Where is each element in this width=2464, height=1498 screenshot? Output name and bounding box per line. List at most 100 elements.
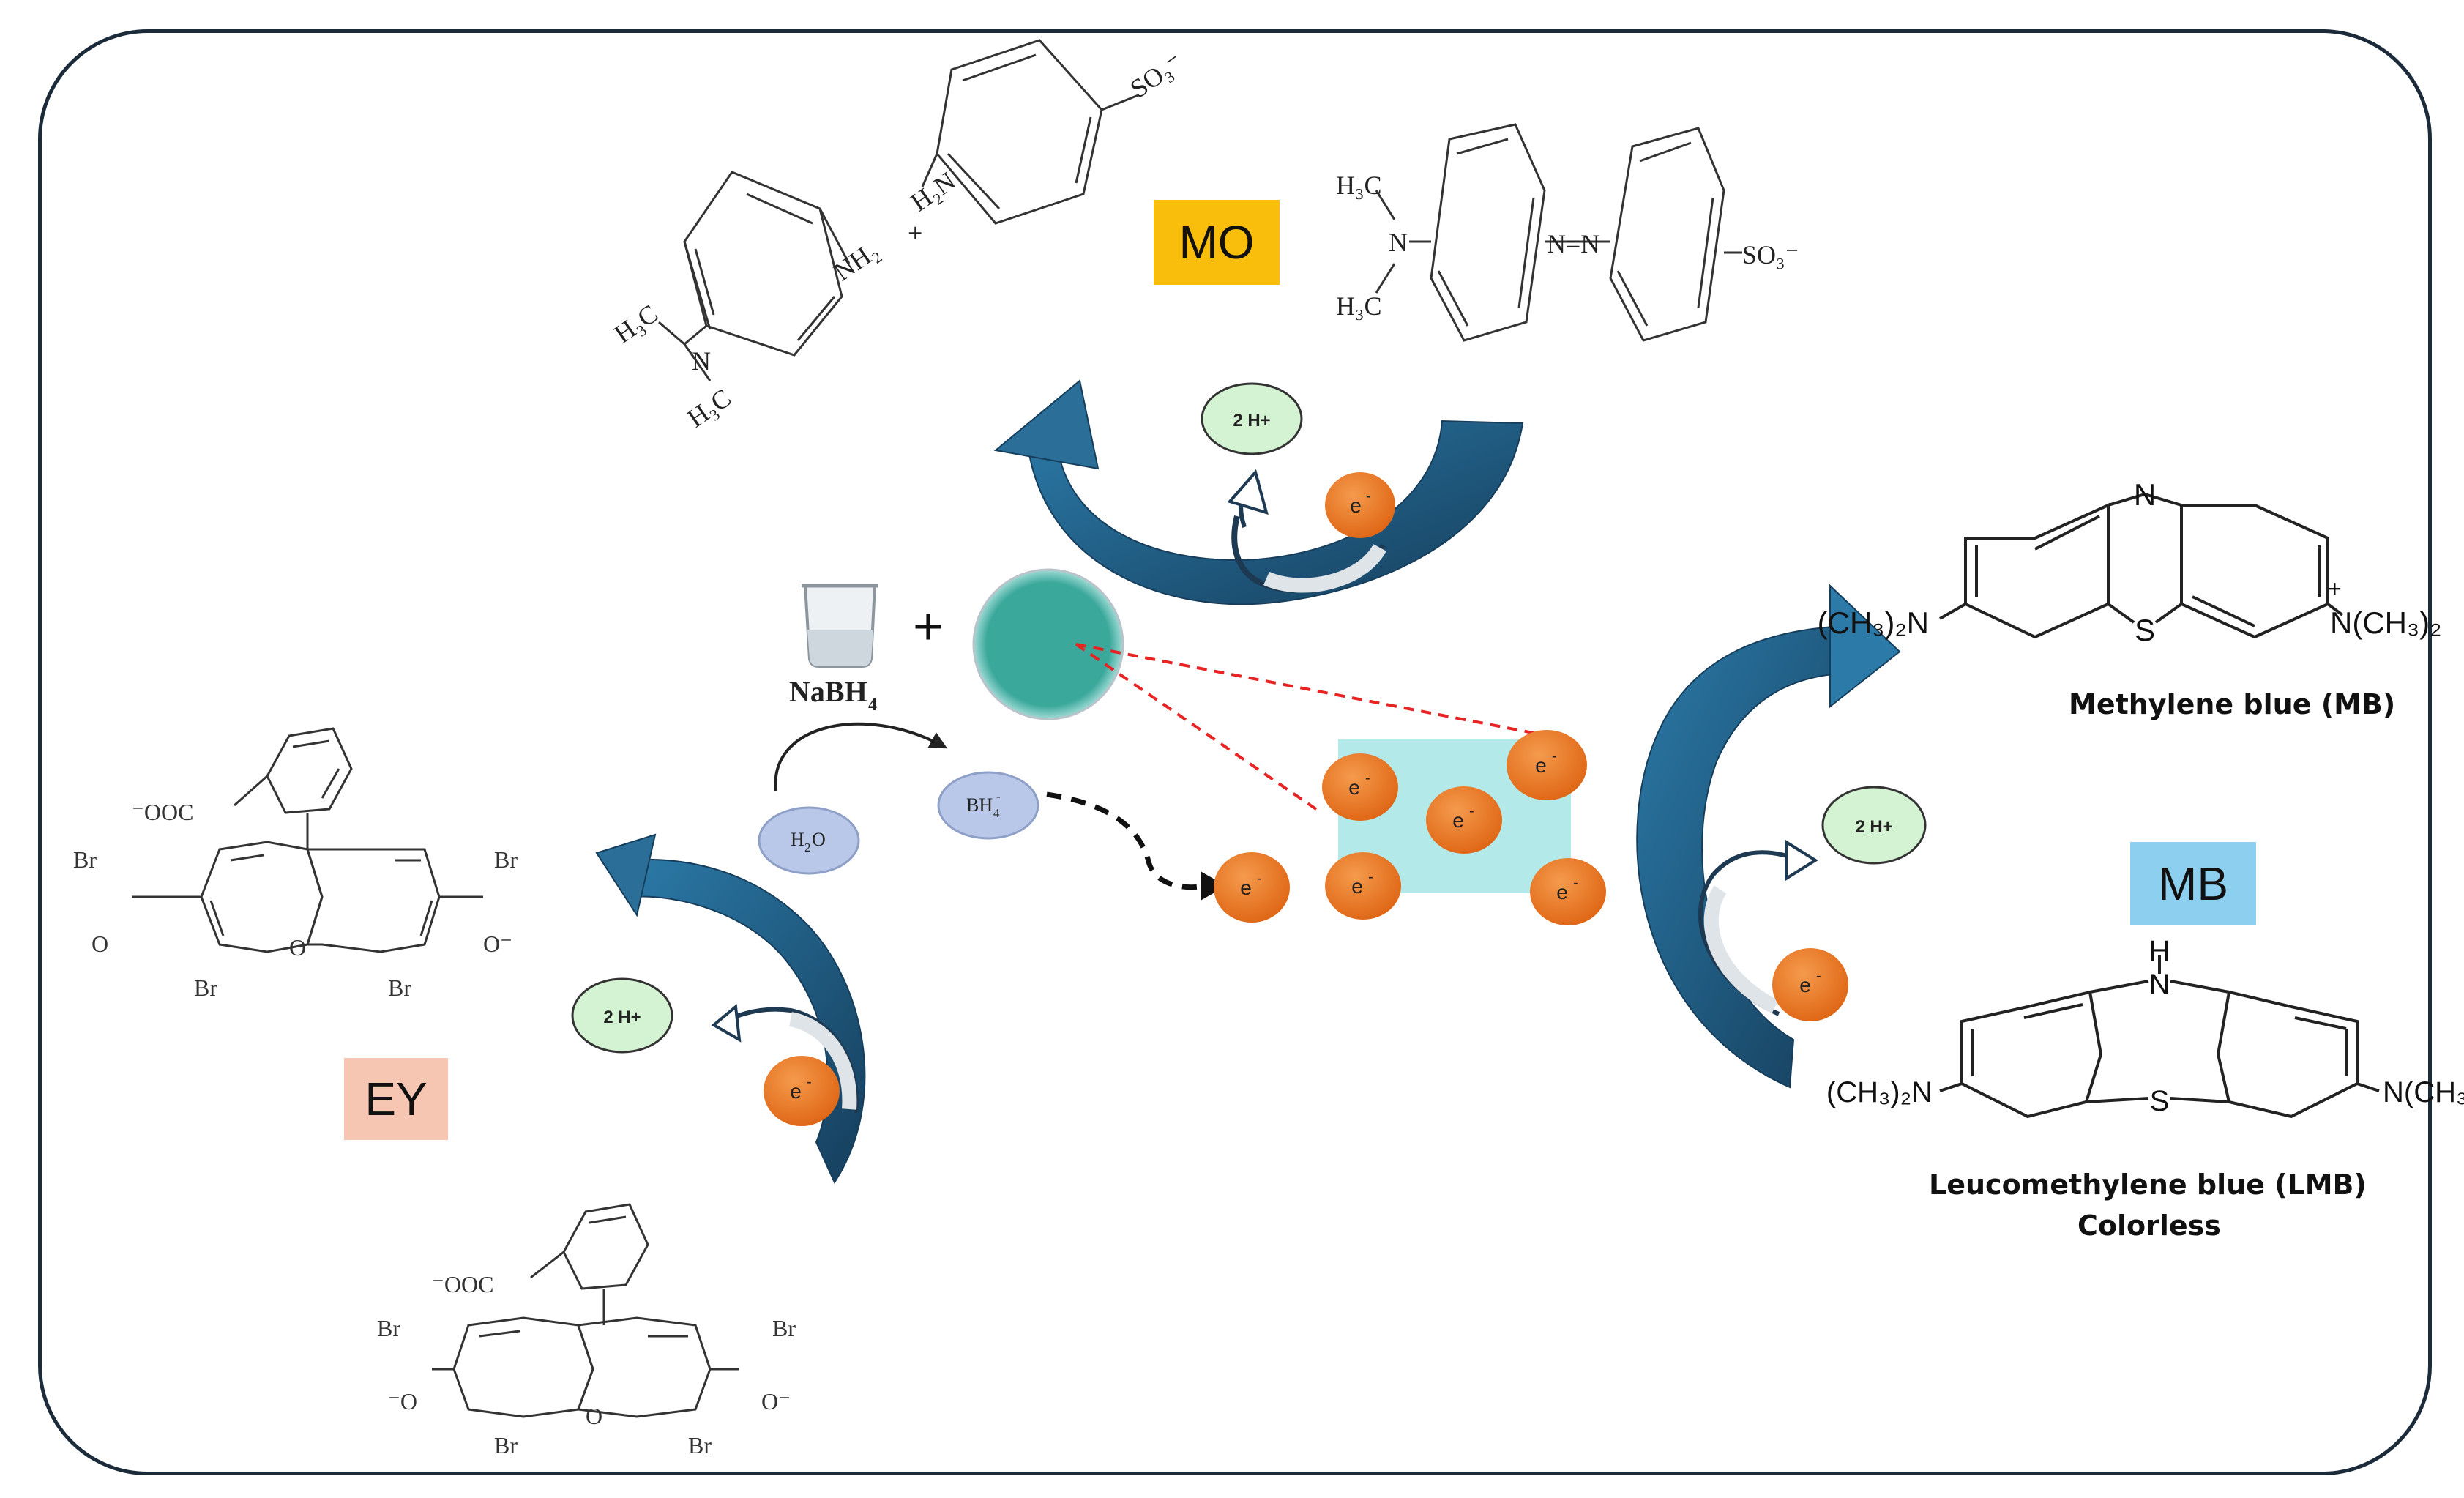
- mb-plus: +: [2328, 575, 2342, 602]
- plus-sign: +: [913, 597, 944, 656]
- mo-products-labels: H₃C N H₃C NH₂ + H₂N SO₃⁻: [609, 47, 1188, 433]
- svg-text:-: -: [1573, 875, 1578, 891]
- svg-text:e: e: [1535, 754, 1547, 777]
- svg-text:e: e: [1452, 809, 1464, 832]
- ey-proton-label: 2 H+: [603, 1007, 641, 1027]
- ey-reduced-labels: ⁻OOC Br Br ⁻O O O⁻ Br Br: [377, 1271, 796, 1458]
- mo-tag: MO: [1154, 200, 1280, 285]
- plus-chem: +: [908, 218, 922, 247]
- eyr-br-1: Br: [377, 1315, 400, 1341]
- ey-o-minus: O⁻: [483, 931, 512, 957]
- surface-electron-1: e-: [1322, 753, 1398, 821]
- surface-electrons: e- e- e- e- e-: [1322, 730, 1606, 925]
- so3-label-2: SO₃⁻: [1742, 240, 1799, 269]
- nabh4-label-group: NaBH 4: [789, 675, 877, 715]
- eyr-o-left: ⁻O: [388, 1388, 417, 1415]
- mo-ring-1: [1430, 123, 1546, 342]
- n-label-1: N: [692, 346, 711, 376]
- mo-products-structure: [658, 39, 1139, 381]
- mo-product-ring-1: [683, 171, 843, 357]
- svg-text:-: -: [1368, 869, 1373, 885]
- mb-nme2-left: (CH₃)₂N: [1818, 605, 1929, 640]
- mo-ring-2: [1609, 127, 1725, 342]
- mb-caption: Methylene blue (MB): [2069, 688, 2396, 720]
- mb-structure: [1939, 493, 2344, 639]
- ey-br-3: Br: [194, 975, 217, 1001]
- svg-text:-: -: [1469, 803, 1474, 819]
- svg-text:e: e: [1348, 776, 1360, 799]
- ey-electron: e -: [764, 1056, 840, 1126]
- lmb-nme2-left: (CH₃)₂N: [1826, 1076, 1933, 1108]
- h2o-bubble: H 2 O: [758, 806, 860, 875]
- svg-text:-: -: [1365, 770, 1370, 786]
- lmb-labels: N H S (CH₃)₂N N(CH₃)₂: [1826, 935, 2464, 1117]
- ey-br-2: Br: [494, 846, 518, 873]
- lmb-colorless: Colorless: [2077, 1210, 2221, 1242]
- nanoparticle: [972, 568, 1124, 720]
- ey-reduced-structure: [432, 1203, 739, 1418]
- ey-proton-bubble: 2 H+: [571, 977, 673, 1054]
- mo-arrowhead: [993, 379, 1100, 470]
- svg-text:e: e: [1240, 876, 1252, 899]
- svg-text:-: -: [1366, 488, 1371, 504]
- svg-text:-: -: [1552, 748, 1557, 764]
- mb-proton-bubble: 2 H+: [1821, 786, 1927, 865]
- reaction-arrow: [774, 722, 948, 791]
- svg-text:O: O: [812, 829, 826, 850]
- dashed-arrow-head: [1201, 871, 1226, 901]
- ey-tag: EY: [344, 1058, 448, 1140]
- mb-n-label: N: [2134, 477, 2156, 512]
- svg-text:e: e: [1799, 974, 1811, 996]
- dashed-arrow: [1046, 791, 1205, 890]
- eyr-cooc-label: ⁻OOC: [432, 1271, 493, 1297]
- ey-br-1: Br: [73, 846, 97, 873]
- surface-electron-5: e-: [1530, 858, 1606, 925]
- ey-br-4: Br: [388, 975, 411, 1001]
- zoom-lines: [1075, 643, 1549, 814]
- surface-electron-2: e-: [1426, 786, 1502, 854]
- svg-text:-: -: [807, 1074, 812, 1090]
- h3c-label-3: H₃C: [1336, 171, 1382, 200]
- svg-text:4: 4: [993, 806, 1000, 820]
- mb-electron: e -: [1772, 948, 1848, 1021]
- lmb-h-label: H: [2149, 935, 2170, 967]
- lmb-n-label: N: [2149, 969, 2170, 1001]
- surface-electron-4: e-: [1325, 852, 1401, 920]
- ey-labels: ⁻OOC Br Br O O O⁻ Br Br: [73, 799, 518, 1001]
- svg-text:e: e: [790, 1080, 802, 1103]
- ey-cooc-label: ⁻OOC: [132, 799, 193, 825]
- svg-text:e: e: [1351, 875, 1363, 898]
- bh4-bubble: BH 4 -: [937, 771, 1039, 840]
- ey-structure: [132, 727, 483, 953]
- mb-cycle-arrow: [1636, 584, 1901, 1089]
- eyr-o-right: O⁻: [761, 1388, 791, 1415]
- svg-text:BH: BH: [966, 794, 993, 816]
- mb-labels: N S (CH₃)₂N N(CH₃)₂ +: [1818, 477, 2442, 647]
- eyr-ring-o: O: [586, 1403, 602, 1429]
- mo-proton-bubble: 2 H+: [1201, 382, 1303, 455]
- surface-electron-3: e-: [1507, 730, 1587, 800]
- mo-labels: H₃C N H₃C N=N SO₃⁻: [1336, 171, 1799, 321]
- h3c-label-4: H₃C: [1336, 291, 1382, 321]
- svg-text:e: e: [1350, 494, 1362, 517]
- lmb-nme2-right: N(CH₃)₂: [2383, 1076, 2464, 1108]
- rounded-frame: [38, 29, 2432, 1475]
- mo-electron: e -: [1325, 472, 1395, 538]
- h3c-label-2: H₃C: [682, 383, 736, 433]
- mb-arrowhead: [1829, 584, 1901, 709]
- svg-text:e: e: [1556, 881, 1568, 903]
- mo-structure: [1375, 123, 1742, 342]
- eyr-br-2: Br: [772, 1315, 796, 1341]
- mb-nme2-right: N(CH₃)₂: [2330, 605, 2441, 640]
- eyr-br-3: Br: [494, 1432, 518, 1458]
- svg-text:-: -: [996, 789, 1001, 803]
- so3-label-1: SO₃⁻: [1125, 47, 1188, 103]
- svg-text:H: H: [791, 829, 804, 850]
- mo-proton-label: 2 H+: [1233, 411, 1270, 431]
- eyr-br-4: Br: [688, 1432, 712, 1458]
- ey-o-label: O: [92, 931, 108, 957]
- electron-free: e -: [1214, 852, 1290, 923]
- mo-cycle-arrow: [993, 379, 1524, 605]
